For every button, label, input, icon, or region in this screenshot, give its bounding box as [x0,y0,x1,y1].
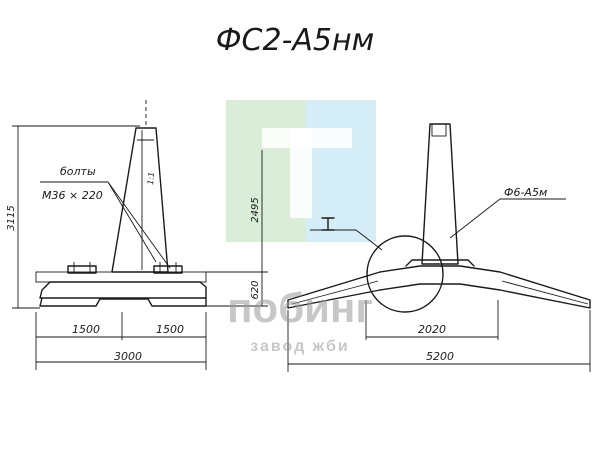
slab-left [39,281,207,299]
dim-total-height: 3115 [6,205,17,230]
drawing-title: ФС2-А5нм [216,23,375,58]
dim-half-right: 1500 [156,323,184,336]
watermark-brand: побинг [227,284,373,331]
watermark-blue-block [306,100,376,242]
dim-total-width-right: 5200 [426,350,454,363]
column-left [111,127,169,273]
dim-total-width-left: 3000 [114,350,142,363]
slab-right [287,265,591,309]
dim-column-height: 2495 [250,197,261,222]
dim-half-left: 1500 [72,323,100,336]
left-view: 1:1 болты М36 × 220 3115 2495 620 15 [6,100,268,370]
rod-label: Ф6-А5м [504,186,547,199]
column-mark: 1:1 [146,172,156,186]
bolts-label: болты [60,165,96,178]
watermark-logo [226,100,376,242]
anchor-bolt-left [67,265,97,274]
watermark-tagline: завод жби [250,338,350,355]
right-view: Ф6-А5м 2020 5200 [287,123,591,372]
bolts-spec: М36 × 220 [42,189,103,202]
dim-base-height: 620 [250,280,261,299]
dim-inner-width: 2020 [418,323,446,336]
detail-circle [366,235,444,313]
anchor-bolt-right [153,265,183,274]
